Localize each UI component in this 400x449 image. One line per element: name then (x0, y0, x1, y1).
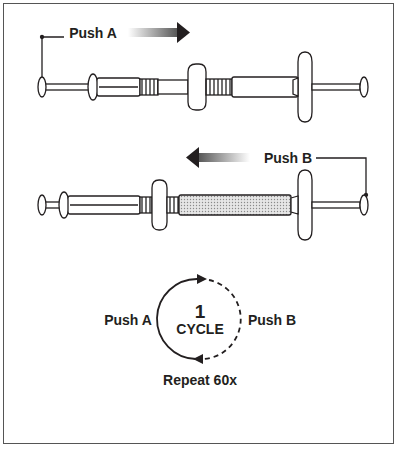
push-label: Push B (263, 150, 313, 166)
cycle-step-label: Push A (103, 312, 153, 328)
push-label: Push A (68, 25, 118, 41)
cycle-circle: 1CYCLE (158, 277, 242, 361)
repeat-note: Repeat 60x (162, 372, 238, 388)
cycle-number: 1 (195, 302, 206, 322)
cycle-word: CYCLE (176, 322, 223, 337)
cycle-step-label: Push B (247, 312, 297, 328)
